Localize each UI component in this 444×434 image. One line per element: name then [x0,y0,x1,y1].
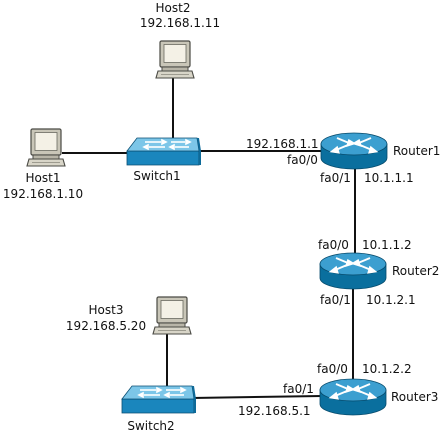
router-icon [320,132,388,170]
interface-labels: 192.168.1.1 fa0/0 fa0/1 10.1.1.1 fa0/0 1… [238,137,416,418]
host3[interactable]: Host3 192.168.5.20 [66,296,192,335]
host1-ip: 192.168.1.10 [3,187,83,201]
host2-name: Host2 [156,1,191,15]
host3-ip: 192.168.5.20 [66,319,146,333]
computer-icon [152,296,192,335]
host2[interactable]: Host2 192.168.1.11 [140,1,220,79]
router1-fa00-ip: 192.168.1.1 [246,137,319,151]
router3-name: Router3 [391,390,438,404]
computer-icon [155,40,195,79]
router-icon [319,252,387,290]
host1[interactable]: Host1 192.168.1.10 [3,128,83,201]
router1-fa00-port: fa0/0 [287,153,318,167]
switch-icon [121,385,197,414]
router3-fa00-ip: 10.1.2.2 [362,362,412,376]
router2[interactable]: Router2 [319,252,439,290]
router3-fa01-ip: 192.168.5.1 [238,404,311,418]
router2-fa00-ip: 10.1.1.2 [362,238,412,252]
host2-ip: 192.168.1.11 [140,16,220,30]
link-switch2-router3 [191,395,323,399]
switch2-name: Switch2 [127,419,174,433]
router1[interactable]: Router1 [320,132,440,170]
links [62,78,356,399]
host1-name: Host1 [26,171,61,185]
router2-fa00-port: fa0/0 [318,238,349,252]
router-icon [319,378,387,416]
router3[interactable]: Router3 [319,378,438,416]
switch1-name: Switch1 [133,169,180,183]
router1-fa01-ip: 10.1.1.1 [364,171,414,185]
router1-name: Router1 [393,144,440,158]
host3-name: Host3 [89,303,124,317]
switch1[interactable]: Switch1 [126,137,202,183]
router3-fa01-port: fa0/1 [283,382,314,396]
router2-fa01-ip: 10.1.2.1 [366,293,416,307]
router3-fa00-port: fa0/0 [317,362,348,376]
router1-fa01-port: fa0/1 [320,171,351,185]
router2-fa01-port: fa0/1 [320,293,351,307]
switch-icon [126,137,202,166]
router2-name: Router2 [392,264,439,278]
computer-icon [26,128,66,167]
switch2[interactable]: Switch2 [121,385,197,433]
